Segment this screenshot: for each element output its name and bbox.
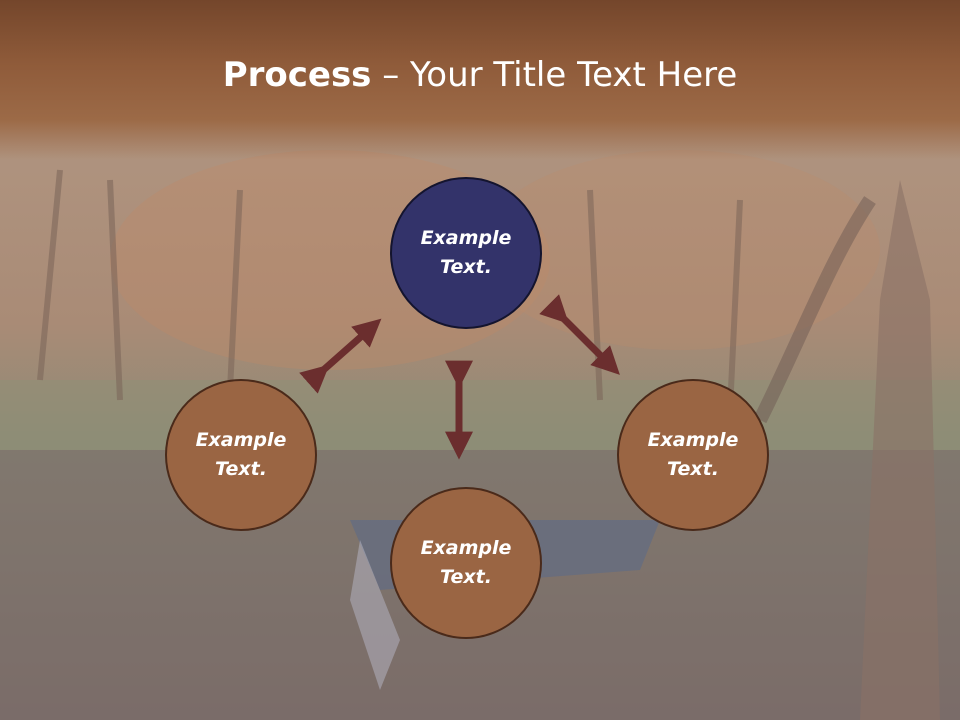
node-right: Example Text. bbox=[617, 379, 769, 531]
node-right-text: Example Text. bbox=[647, 429, 739, 480]
node-bottom-text: Example Text. bbox=[420, 537, 512, 588]
slide-title: Process – Your Title Text Here bbox=[0, 52, 960, 98]
node-left: Example Text. bbox=[165, 379, 317, 531]
node-center-top-text: Example Text. bbox=[420, 227, 512, 278]
title-rest: – Your Title Text Here bbox=[371, 55, 738, 95]
node-bottom: Example Text. bbox=[390, 487, 542, 639]
node-center-top: Example Text. bbox=[390, 177, 542, 329]
title-bold: Process bbox=[222, 55, 372, 95]
title-band bbox=[0, 0, 960, 160]
node-left-text: Example Text. bbox=[195, 429, 287, 480]
